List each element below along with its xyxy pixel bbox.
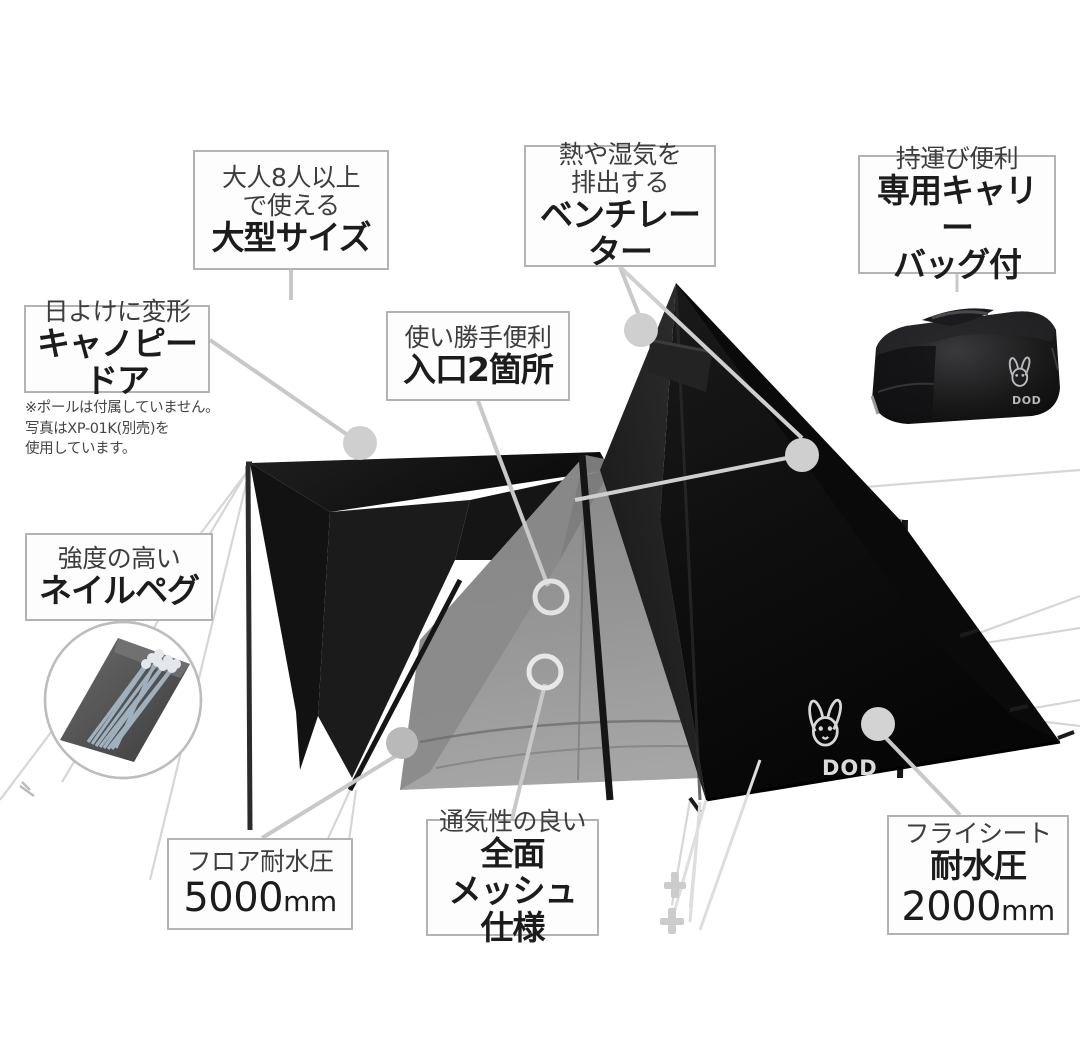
disclaimer-line-1: 写真はXP-01K(別売)を — [25, 420, 170, 437]
nail-pegs — [86, 653, 178, 750]
tent-brand-text: DOD — [822, 756, 878, 780]
callout-ventilator-sub-0: 熱や湿気を — [558, 140, 682, 170]
callout-floor-waterproof-unit: mm — [283, 884, 337, 918]
callout-carry-bag-main-1: バッグ付 — [893, 244, 1022, 284]
callout-fly-waterproof-value: 2000mm — [901, 884, 1055, 931]
marker-ventilator — [624, 313, 658, 347]
leader-lines — [117, 266, 962, 840]
callout-carry-bag-sub-0: 持運び便利 — [895, 144, 1019, 174]
peg-heads — [141, 649, 181, 673]
disclaimer-note: ※ポールは付属していません。写真はXP-01K(別売)を使用しています。 — [25, 398, 240, 460]
callout-fly-waterproof-sub-0: フライシート — [904, 819, 1052, 849]
callout-large-size-sub-0: 大人8人以上 — [222, 162, 360, 192]
callout-full-mesh-main-0: 全面 — [480, 834, 546, 874]
callout-full-mesh: 通気性の良い全面メッシュ仕様 — [426, 808, 599, 946]
callout-nail-peg-main-0: ネイルペグ — [39, 570, 200, 610]
callout-canopy-door: 日よけに変形キャノピードア — [24, 298, 210, 399]
callout-carry-bag: 持運び便利専用キャリーバッグ付 — [858, 145, 1056, 283]
callout-canopy-door-main-0: キャノピードア — [37, 324, 198, 400]
callout-full-mesh-main-1: メッシュ仕様 — [448, 871, 578, 947]
callout-nail-peg-sub-0: 強度の高い — [57, 543, 181, 573]
guy-line-tensioners — [660, 872, 686, 934]
leader-markers — [343, 313, 895, 759]
callout-two-entrances-sub-0: 使い勝手便利 — [404, 322, 552, 352]
callout-ventilator-main-0: ベンチレーター — [540, 195, 701, 271]
marker-fly-sheet — [861, 707, 895, 741]
callout-ventilator-sub-1: 排出する — [570, 168, 670, 198]
callout-floor-waterproof-value: 5000mm — [183, 874, 337, 921]
marker-full-mesh — [526, 653, 564, 691]
callout-two-entrances: 使い勝手便利入口2箇所 — [386, 311, 570, 401]
callout-large-size-sub-1: で使える — [242, 190, 340, 220]
carry-bag-photo: DOD — [870, 308, 1060, 424]
callout-fly-waterproof-unit: mm — [1001, 894, 1055, 928]
callout-floor-waterproof-number: 5000 — [183, 874, 284, 921]
disclaimer-line-0: ※ポールは付属していません。 — [25, 400, 220, 416]
callout-nail-peg: 強度の高いネイルペグ — [25, 533, 213, 621]
callout-fly-waterproof-number: 2000 — [901, 884, 1002, 931]
callout-large-size: 大人8人以上で使える大型サイズ — [193, 150, 389, 270]
callout-fly-waterproof-main-0: 耐水圧 — [930, 846, 1027, 886]
callout-two-entrances-main-0: 入口2箇所 — [403, 349, 554, 389]
callout-full-mesh-sub-0: 通気性の良い — [438, 807, 587, 837]
bag-brand-text: DOD — [1012, 394, 1041, 407]
foreground-guy-lines — [670, 759, 762, 931]
callout-canopy-door-sub-0: 日よけに変形 — [43, 297, 191, 327]
nail-peg-photo — [43, 620, 203, 780]
ground-stake-icon — [19, 781, 35, 798]
leader-line-fly-top — [574, 453, 803, 502]
callout-ventilator: 熱や湿気を排出するベンチレーター — [524, 141, 716, 270]
disclaimer-line-2: 使用しています。 — [25, 441, 136, 458]
marker-two-entrances — [532, 578, 570, 616]
marker-floor — [386, 727, 418, 759]
rabbit-icon — [808, 698, 842, 747]
callout-floor-waterproof-sub-0: フロア耐水圧 — [186, 846, 334, 876]
callout-carry-bag-main-0: 専用キャリー — [877, 171, 1038, 248]
callout-large-size-main-0: 大型サイズ — [211, 217, 371, 257]
fly-sheet — [600, 283, 1075, 814]
marker-canopy-door — [343, 426, 377, 460]
leader-line-entrance-upper — [618, 265, 804, 440]
